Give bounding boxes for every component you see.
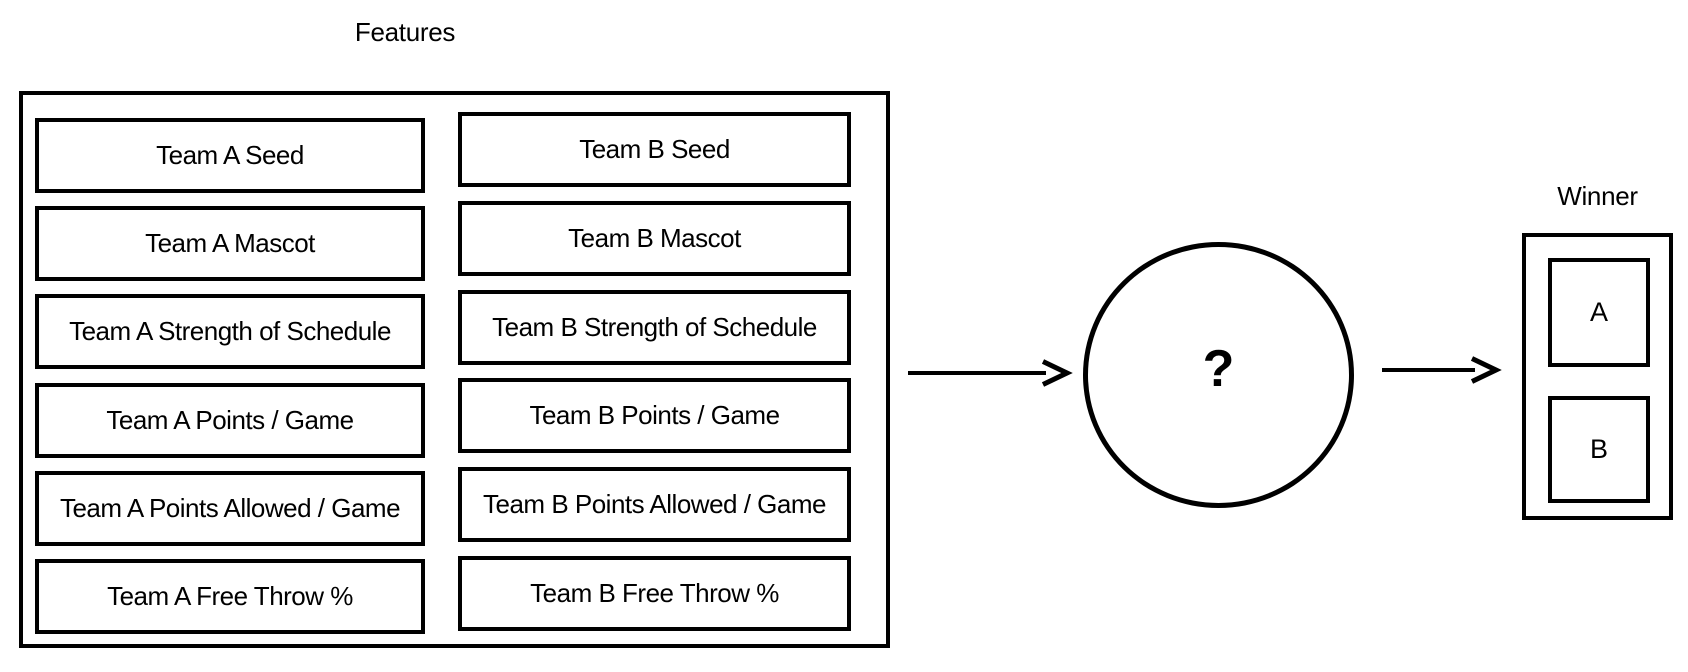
features-title: Features	[354, 17, 456, 47]
feature-box-team-b-free-throw-pct: Team B Free Throw %	[458, 555, 851, 631]
winner-title: Winner	[1557, 181, 1638, 211]
feature-box-team-b-strength-of-schedule: Team B Strength of Schedule	[458, 289, 851, 365]
arrow-right-icon	[908, 359, 1073, 387]
model-question-mark: ?	[1202, 340, 1235, 398]
feature-box-team-b-points-per-game: Team B Points / Game	[458, 378, 851, 454]
arrow-right-icon	[1382, 356, 1502, 384]
feature-box-team-b-seed: Team B Seed	[458, 112, 851, 187]
features-group-box: Team A Seed Team A Mascot Team A Strengt…	[19, 91, 890, 648]
winner-option-b-box: B	[1548, 396, 1650, 503]
feature-box-team-a-strength-of-schedule: Team A Strength of Schedule	[35, 294, 425, 370]
feature-box-team-b-points-allowed-per-game: Team B Points Allowed / Game	[458, 467, 851, 543]
feature-box-team-a-free-throw-pct: Team A Free Throw %	[35, 558, 425, 634]
model-circle: ?	[1083, 242, 1354, 508]
feature-box-team-a-seed: Team A Seed	[35, 118, 425, 193]
winner-option-a-label: A	[1589, 297, 1608, 327]
team-a-feature-column: Team A Seed Team A Mascot Team A Strengt…	[35, 118, 425, 634]
feature-box-team-b-mascot: Team B Mascot	[458, 200, 851, 276]
winner-option-a-box: A	[1548, 258, 1650, 367]
feature-box-team-a-points-allowed-per-game: Team A Points Allowed / Game	[35, 470, 425, 546]
team-b-feature-column: Team B Seed Team B Mascot Team B Strengt…	[458, 112, 851, 631]
feature-box-team-a-mascot: Team A Mascot	[35, 206, 425, 282]
winner-group-box: A B	[1522, 233, 1673, 520]
winner-option-b-label: B	[1589, 434, 1608, 464]
feature-box-team-a-points-per-game: Team A Points / Game	[35, 382, 425, 458]
